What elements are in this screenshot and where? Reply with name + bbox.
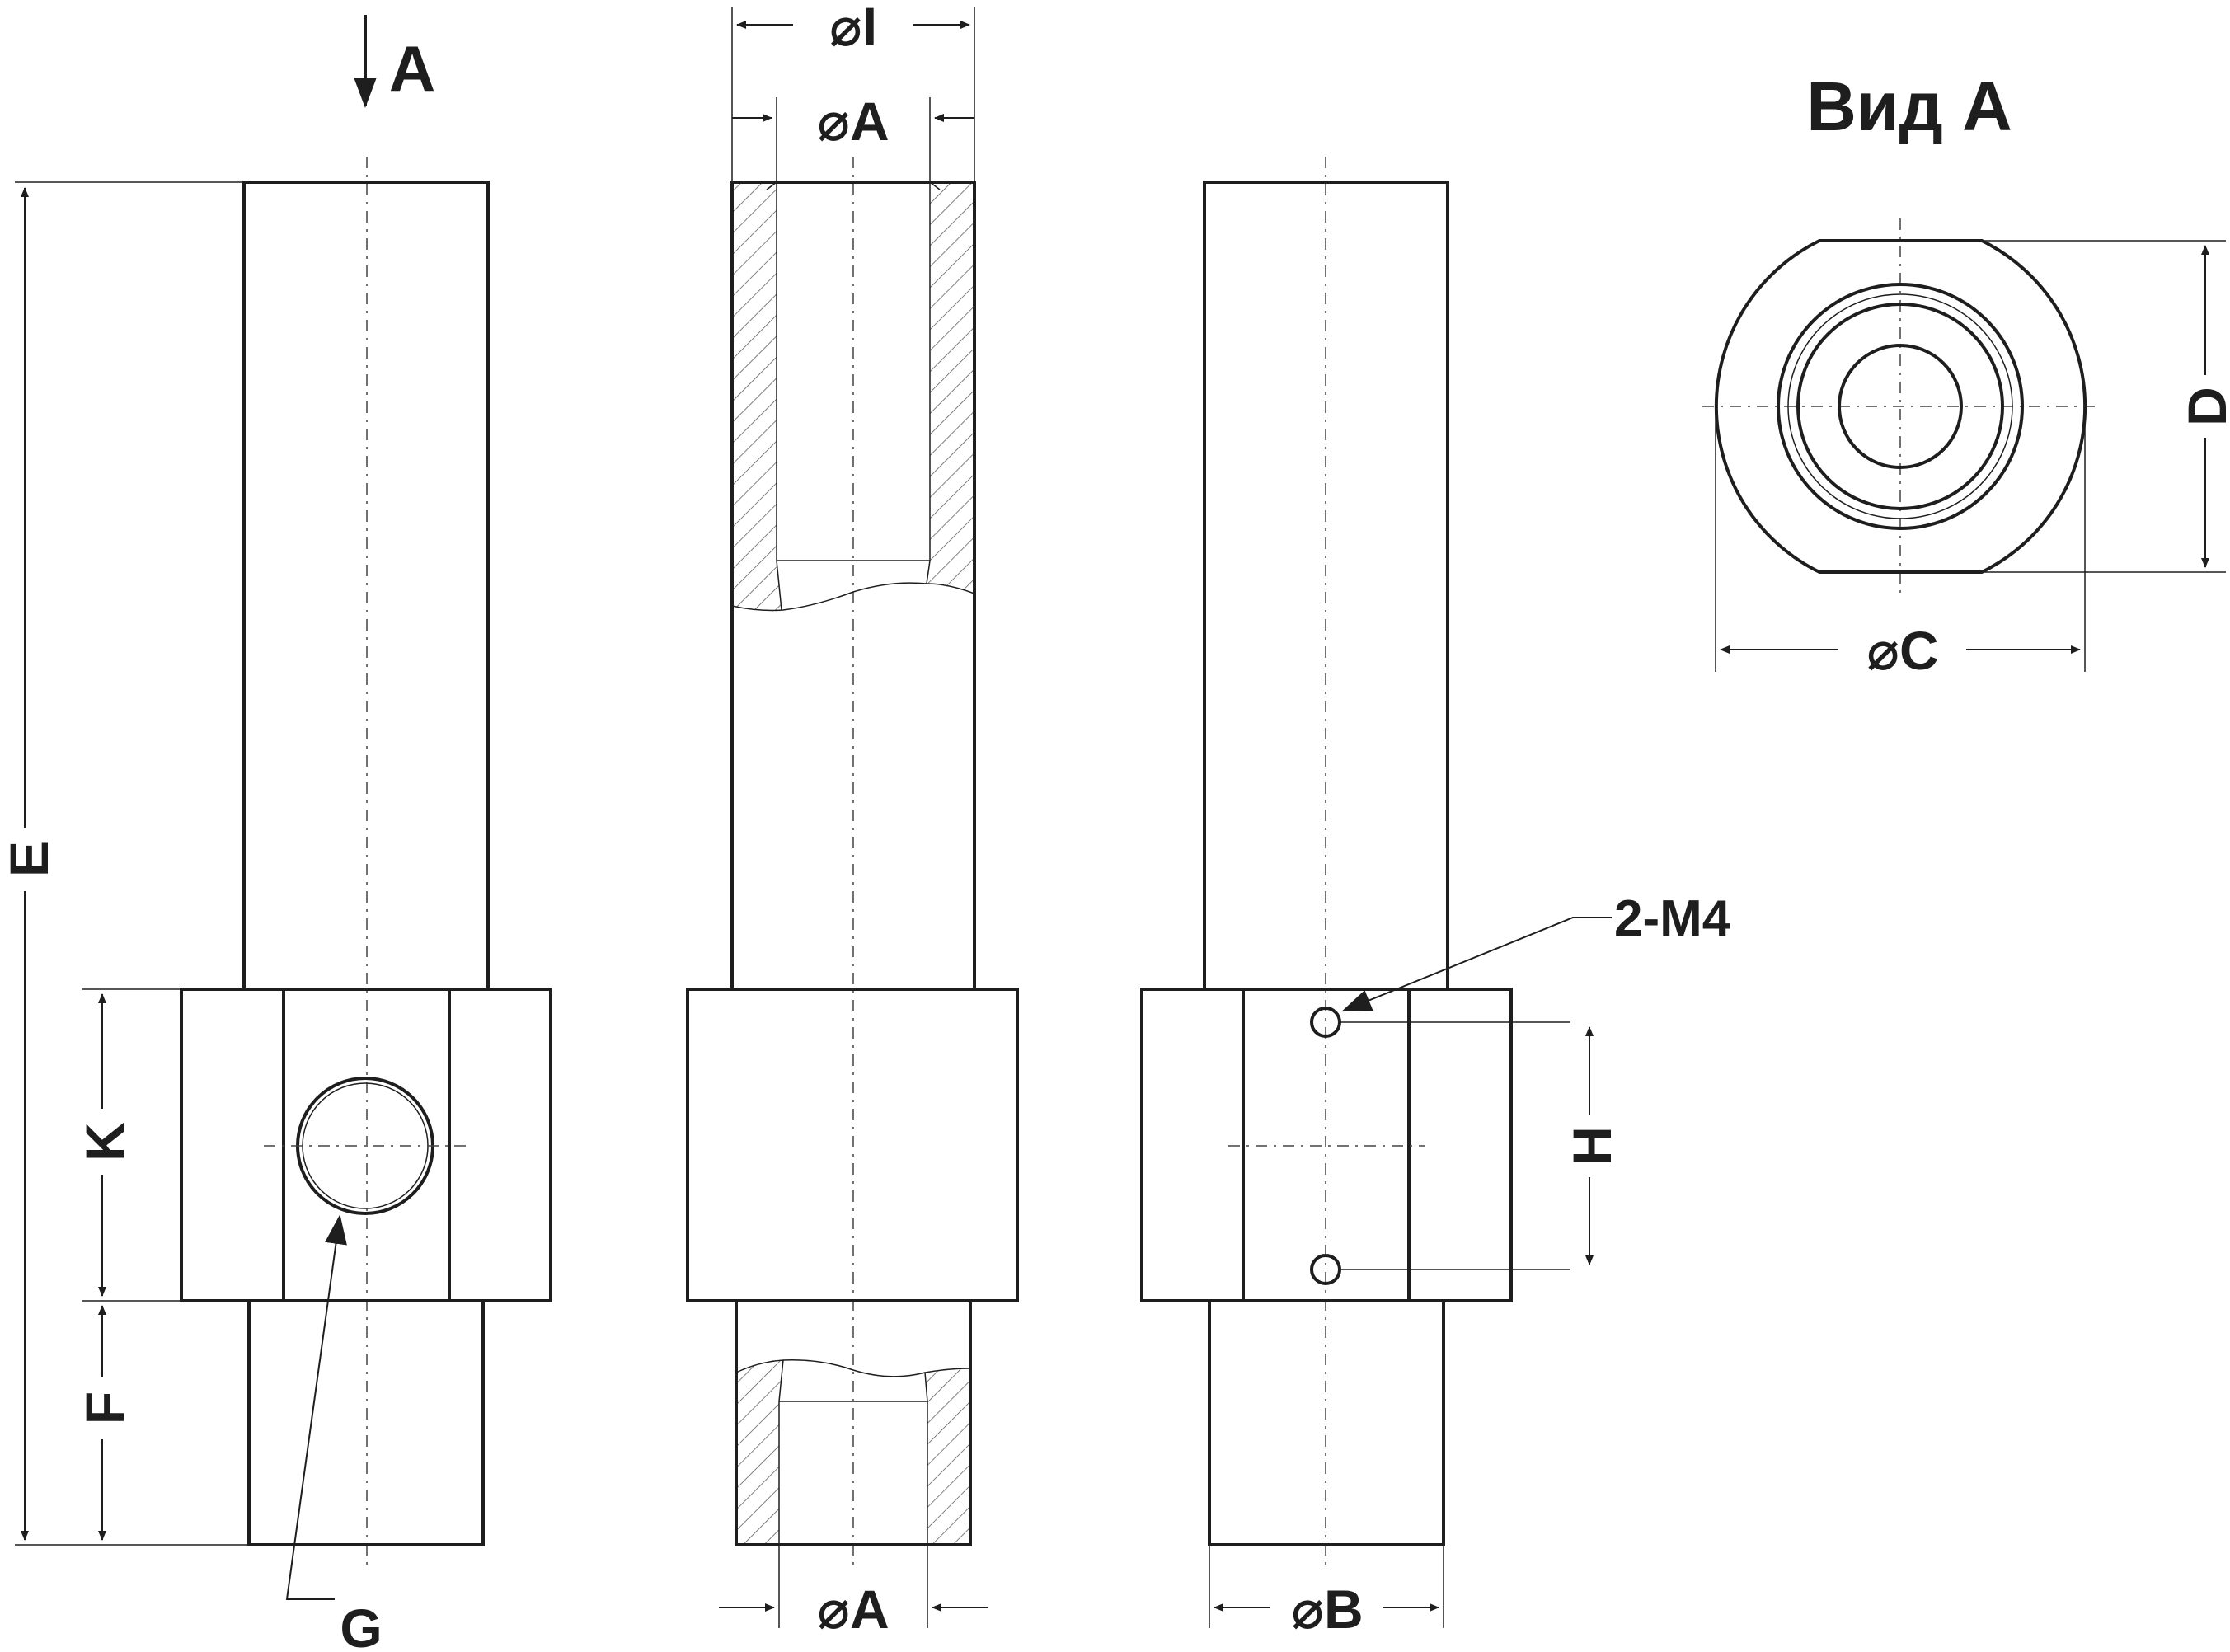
dimension-d-label: D bbox=[2176, 387, 2230, 426]
side-view: 2-M4 H ⌀B bbox=[1140, 157, 1731, 1640]
diameter-a-bottom-label: ⌀A bbox=[817, 1579, 889, 1640]
dimension-f-label: F bbox=[74, 1392, 135, 1424]
dimension-h-label: H bbox=[1561, 1126, 1622, 1166]
diameter-c-label: ⌀C bbox=[1866, 620, 1938, 681]
diameter-i-label: ⌀I bbox=[829, 0, 877, 57]
threaded-holes-leader bbox=[1341, 917, 1612, 1012]
diameter-a-top-label: ⌀A bbox=[817, 91, 889, 152]
dimension-k-label: K bbox=[74, 1122, 135, 1162]
outer-ring bbox=[1777, 283, 2024, 530]
view-a: Вид A D ⌀C bbox=[1702, 68, 2230, 681]
dimension-e-label: E bbox=[0, 841, 59, 877]
bore-circle bbox=[1838, 344, 1963, 469]
front-view: A E K F G bbox=[0, 15, 552, 1652]
view-a-title: Вид A bbox=[1806, 68, 2012, 145]
diameter-b-label: ⌀B bbox=[1291, 1579, 1363, 1640]
section-view: ⌀I ⌀A ⌀A bbox=[686, 0, 1019, 1640]
view-a-label: A bbox=[389, 32, 435, 105]
threaded-holes-label: 2-M4 bbox=[1614, 890, 1731, 947]
port-g-leader bbox=[285, 1214, 347, 1600]
port-g-label: G bbox=[340, 1598, 382, 1652]
